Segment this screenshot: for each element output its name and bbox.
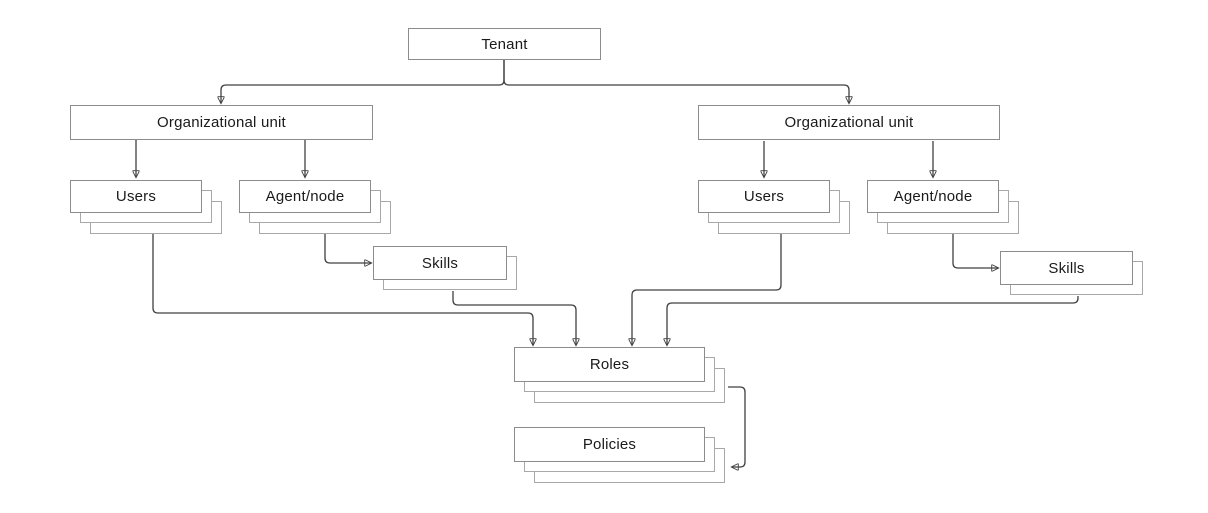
edge-agent-right-to-skills-right: [952, 234, 998, 268]
node-roles: Roles: [514, 347, 725, 403]
node-agent-node-left: Agent/node: [239, 180, 391, 234]
node-policies-box: Policies: [514, 427, 705, 462]
node-skills-left-label: Skills: [421, 254, 459, 272]
node-roles-box: Roles: [514, 347, 705, 382]
node-skills-left: Skills: [373, 246, 517, 290]
node-org-unit-left-box: Organizational unit: [70, 105, 373, 140]
node-skills-right-label: Skills: [1048, 259, 1085, 277]
node-agent-node-right: Agent/node: [867, 180, 1019, 234]
node-users-left: Users: [70, 180, 222, 234]
edge-agent-left-to-skills-left: [324, 234, 371, 263]
node-agent-node-right-label: Agent/node: [893, 188, 973, 205]
node-org-unit-right-label: Organizational unit: [784, 114, 914, 131]
edge-tenant-to-org-right: [503, 60, 849, 103]
node-org-unit-right-box: Organizational unit: [698, 105, 1000, 140]
node-users-left-label: Users: [115, 188, 157, 205]
node-users-right-box: Users: [698, 180, 830, 213]
node-org-unit-right: Organizational unit: [698, 105, 1000, 140]
edge-skills-left-to-roles: [452, 291, 576, 345]
node-agent-node-right-box: Agent/node: [867, 180, 999, 213]
edge-skills-right-to-roles: [667, 296, 1079, 345]
node-skills-right: Skills: [1000, 251, 1143, 295]
node-agent-node-left-box: Agent/node: [239, 180, 371, 213]
edge-roles-to-policies: [728, 386, 746, 467]
node-users-right: Users: [698, 180, 850, 234]
node-org-unit-left: Organizational unit: [70, 105, 373, 140]
node-agent-node-left-label: Agent/node: [265, 188, 345, 205]
node-roles-label: Roles: [589, 356, 630, 373]
edge-tenant-to-org-left: [221, 60, 505, 103]
node-policies: Policies: [514, 427, 725, 483]
node-tenant-label: Tenant: [481, 35, 528, 53]
node-tenant: Tenant: [408, 28, 601, 60]
edge-users-right-to-roles: [632, 234, 782, 345]
node-policies-label: Policies: [582, 436, 637, 453]
node-skills-right-box: Skills: [1000, 251, 1133, 285]
node-users-right-label: Users: [743, 188, 785, 205]
node-skills-left-box: Skills: [373, 246, 507, 280]
node-tenant-box: Tenant: [408, 28, 601, 60]
node-users-left-box: Users: [70, 180, 202, 213]
node-org-unit-left-label: Organizational unit: [157, 114, 286, 131]
